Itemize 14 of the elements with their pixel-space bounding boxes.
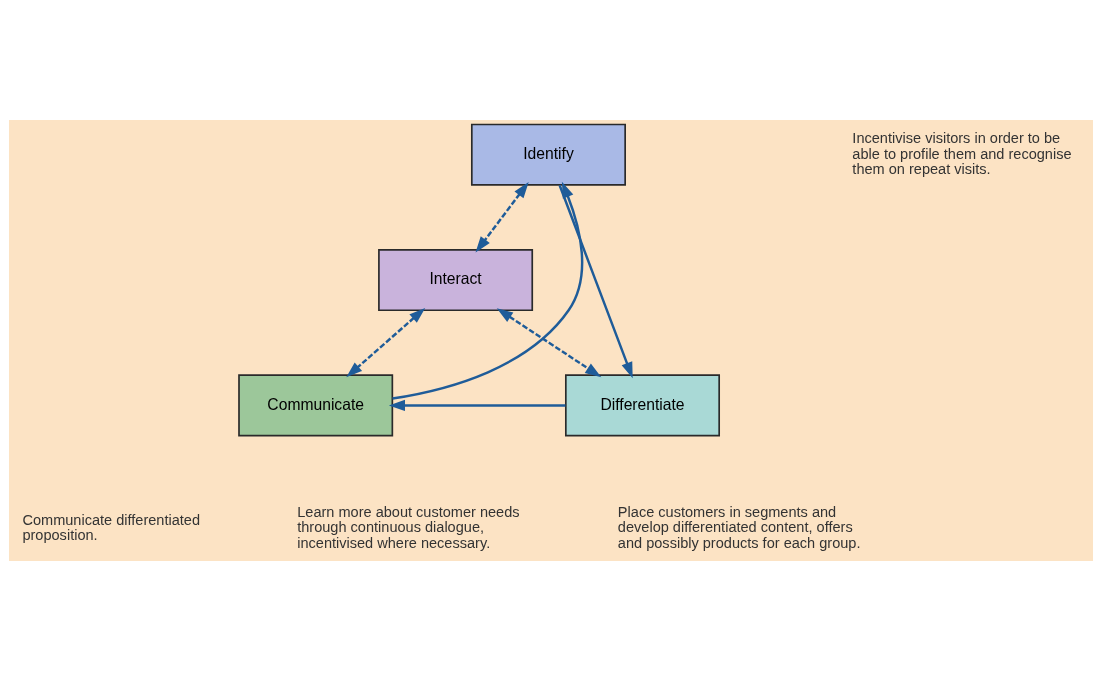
arrow — [558, 184, 633, 379]
label: Communicate differentiated proposition. — [22, 511, 201, 544]
label: Place customers in segments and develop differentiated content, offers and possibly products for each group. — [617, 503, 861, 552]
label: Incentivise visitors in order to be able to profile them and recognise them on repeat visits. — [852, 129, 1072, 178]
node-box: Differentiate — [565, 374, 720, 437]
arrow — [388, 399, 566, 412]
node-box: Communicate — [238, 374, 394, 437]
arrow — [346, 307, 426, 378]
arrow — [392, 181, 584, 400]
arrow — [475, 182, 529, 253]
node-box: Identify — [470, 123, 626, 186]
label: Learn more about customer needs through continuous dialogue, incentivised where necessary. — [297, 503, 520, 552]
node-box: Interact — [378, 249, 534, 312]
arrow — [496, 308, 602, 378]
